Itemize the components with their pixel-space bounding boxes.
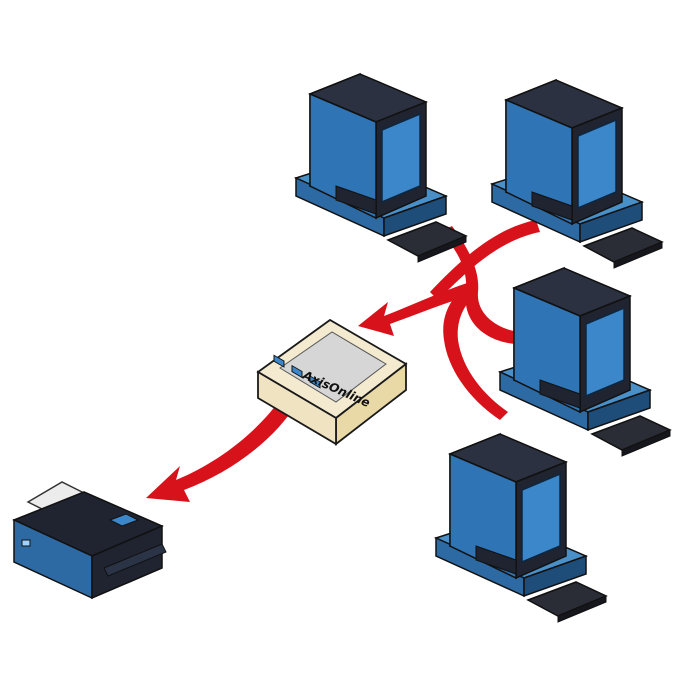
- printer: [12, 481, 167, 600]
- computer-2: [491, 79, 663, 269]
- printer-icon: [12, 481, 167, 600]
- print-server-icon: AxisOnline: [256, 318, 408, 446]
- computer-icon: [295, 73, 467, 263]
- arrow-from-computer-top-left: [440, 226, 520, 344]
- computer-4: [435, 433, 607, 623]
- arrow-from-computer-top-right: [430, 220, 540, 300]
- computer-icon: [435, 433, 607, 623]
- arrow-merge-to-server: [358, 282, 476, 336]
- computer-1: [295, 73, 467, 263]
- computer-3: [499, 267, 671, 457]
- arrow-server-to-printer: [146, 394, 298, 502]
- computer-icon: [491, 79, 663, 269]
- computer-icon: [499, 267, 671, 457]
- print-server: AxisOnline: [256, 318, 408, 446]
- arrow-from-computer-bottom: [443, 282, 508, 420]
